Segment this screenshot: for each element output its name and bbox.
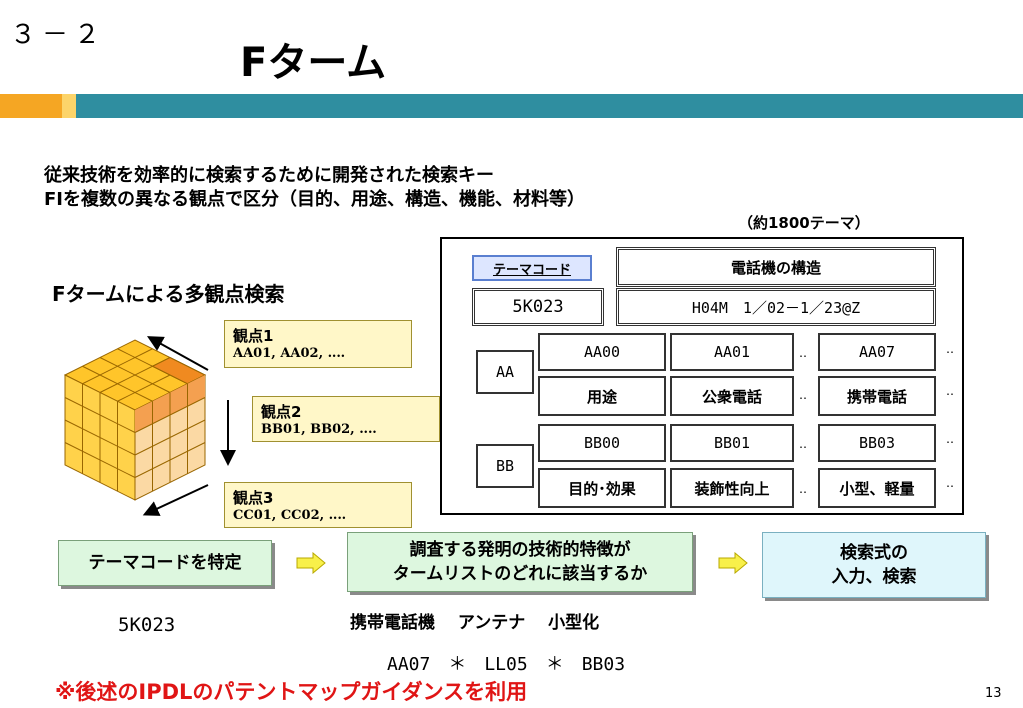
term-code-cell: AA07 [818, 333, 936, 371]
term-name-cell: 携帯電話 [818, 376, 936, 416]
example-features: 携帯電話機 アンテナ 小型化 [350, 613, 600, 633]
viewpoint-3-codes: CC01, CC02, ‥‥ [233, 508, 347, 523]
flow-arrow-right-icon [718, 552, 748, 574]
cube-illustration [63, 339, 207, 501]
ellipsis: ‥ [946, 342, 956, 356]
viewpoint-3-label: 観点3 [233, 489, 274, 507]
term-code-cell: BB03 [818, 424, 936, 462]
example-theme-code: 5K023 [118, 614, 176, 636]
flow-step-identify-theme: テーマコードを特定 [58, 540, 272, 586]
ellipsis: ‥ [799, 437, 809, 451]
term-code-cell: BB00 [538, 424, 666, 462]
slide-title: Fターム [240, 40, 387, 86]
viewpoint-2-codes: BB01, BB02, ‥‥ [261, 422, 377, 437]
ellipsis: ‥ [946, 476, 956, 490]
theme-code-label: テーマコード [472, 255, 592, 281]
viewpoint-1-box: 観点1 AA01, AA02, ‥‥ [224, 320, 412, 368]
ellipsis: ‥ [799, 388, 809, 402]
flow-step-2-line-2: タームリストのどれに該当するか [392, 564, 648, 584]
intro-line-2: FIを複数の異なる観点で区分（目的、用途、構造、機能、材料等） [44, 189, 585, 210]
term-code-cell: AA01 [670, 333, 794, 371]
intro-text: 従来技術を効率的に検索するために開発された検索キー FIを複数の異なる観点で区分… [44, 164, 585, 212]
example-search-formula: AA07 ＊ LL05 ＊ BB03 [387, 654, 626, 675]
viewpoint-2-box: 観点2 BB01, BB02, ‥‥ [252, 396, 440, 442]
flow-arrow-right-icon [296, 552, 326, 574]
theme-count-note: （約1800テーマ） [738, 214, 870, 232]
ellipsis: ‥ [946, 384, 956, 398]
flow-step-3-line-1: 検索式の [840, 543, 908, 563]
header-bar-orange-light [62, 94, 76, 118]
flow-step-3-line-2: 入力、検索 [831, 567, 917, 587]
slide-number: ３－２ [10, 20, 107, 50]
term-code-cell: AA00 [538, 333, 666, 371]
flow-step-3-text: 検索式の 入力、検索 [832, 541, 917, 589]
flow-step-2-text: 調査する発明の技術的特徴が タームリストのどれに該当するか [393, 538, 648, 586]
ellipsis: ‥ [799, 482, 809, 496]
viewpoint-2-label: 観点2 [261, 403, 302, 421]
viewpoint-3-box: 観点3 CC01, CC02, ‥‥ [224, 482, 412, 528]
flow-step-search: 検索式の 入力、検索 [762, 532, 986, 598]
viewpoint-arrows [142, 336, 236, 516]
ellipsis: ‥ [946, 432, 956, 446]
term-name-cell: 装飾性向上 [670, 468, 794, 508]
header-bar-orange [0, 94, 62, 118]
ipdl-note: ※後述のIPDLのパテントマップガイダンスを利用 [55, 680, 528, 704]
theme-code-cell: 5K023 [472, 288, 604, 326]
term-name-cell: 公衆電話 [670, 376, 794, 416]
group-aa-cell: AA [476, 350, 534, 394]
theme-title-cell: 電話機の構造 [616, 247, 936, 287]
term-name-cell: 小型、軽量 [818, 468, 936, 508]
header-bar-teal [76, 94, 1023, 118]
fi-range-cell: H04M 1／02－1／23@Z [616, 288, 936, 326]
flow-step-2-line-1: 調査する発明の技術的特徴が [409, 540, 631, 560]
multi-viewpoint-heading: Fタームによる多観点検索 [52, 282, 285, 306]
page-number: 13 [985, 686, 1002, 701]
flow-step-match-terms: 調査する発明の技術的特徴が タームリストのどれに該当するか [347, 532, 693, 592]
term-code-cell: BB01 [670, 424, 794, 462]
flow-step-1-text: テーマコードを特定 [88, 553, 242, 573]
group-bb-cell: BB [476, 444, 534, 488]
intro-line-1: 従来技術を効率的に検索するために開発された検索キー [44, 165, 494, 186]
term-name-cell: 目的･効果 [538, 468, 666, 508]
viewpoint-1-codes: AA01, AA02, ‥‥ [233, 346, 346, 361]
viewpoint-1-label: 観点1 [233, 327, 274, 345]
term-name-cell: 用途 [538, 376, 666, 416]
ellipsis: ‥ [799, 346, 809, 360]
